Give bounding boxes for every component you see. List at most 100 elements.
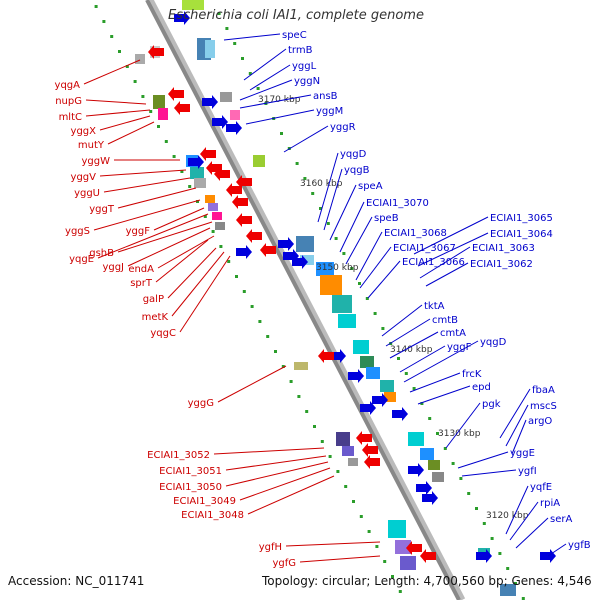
tick-mark: [217, 12, 221, 15]
reverse-gene-arrow: [246, 229, 262, 243]
forward-gene-arrow: [476, 549, 492, 563]
tick-mark: [303, 177, 307, 180]
scale-tick-label: 3150 kbp: [316, 263, 359, 273]
tick-mark: [514, 582, 517, 585]
tick-mark: [451, 462, 455, 465]
gene-leader-line: [223, 33, 281, 41]
gene-leader-line: [93, 199, 201, 231]
gene-label: yggV: [71, 172, 97, 183]
gene-leader-line: [243, 48, 287, 81]
feature-block: [300, 255, 314, 265]
tick-mark: [110, 35, 114, 38]
gene-leader-line: [239, 467, 331, 501]
gene-leader-line: [461, 469, 517, 477]
gene-label: ECIAI1_3049: [173, 496, 236, 507]
gene-leader-line: [217, 365, 287, 403]
tick-mark: [320, 440, 324, 443]
reverse-gene-arrow: [362, 443, 378, 457]
tick-mark: [521, 597, 525, 600]
gene-leader-line: [85, 109, 151, 117]
gene-leader-line: [117, 221, 213, 253]
gene-label: yqgE: [69, 254, 94, 265]
tick-mark: [344, 485, 348, 488]
gene-label: yggT: [89, 204, 115, 215]
tick-mark: [289, 380, 293, 383]
gene-label: serA: [550, 514, 572, 525]
tick-mark: [381, 327, 385, 330]
tick-mark: [102, 20, 106, 23]
feature-block: [320, 275, 342, 295]
forward-gene-arrow: [236, 245, 252, 259]
gene-label: ECIAI1_3066: [402, 257, 465, 268]
gene-leader-line: [225, 455, 327, 471]
gene-label: ECIAI1_3070: [366, 198, 429, 209]
feature-block: [205, 40, 215, 58]
gene-label: ygfI: [518, 466, 537, 477]
reverse-gene-arrow: [260, 243, 276, 257]
tick-mark: [172, 155, 176, 158]
gene-label: speB: [374, 213, 399, 224]
gene-label: yqgA: [55, 80, 81, 91]
gene-label: ECIAI1_3064: [490, 229, 553, 240]
gene-label: ygfH: [259, 542, 282, 553]
tick-mark: [242, 290, 246, 293]
feature-block: [400, 556, 416, 570]
genome-backbone: [145, 0, 461, 601]
reverse-gene-arrow: [420, 549, 436, 563]
gene-label: yqgD: [340, 149, 367, 160]
gene-leader-line: [171, 251, 225, 317]
gene-label: mscS: [530, 401, 557, 412]
scale-tick-label: 3140 kbp: [390, 345, 433, 355]
tick-mark: [180, 170, 184, 173]
gene-label: mltC: [59, 112, 82, 123]
tick-mark: [274, 350, 277, 353]
feature-block: [360, 356, 374, 368]
tick-mark: [373, 312, 377, 315]
gene-label: speC: [282, 30, 307, 41]
tick-mark: [266, 335, 270, 338]
gene-leader-line: [239, 94, 312, 109]
gene-label: ECIAI1_3062: [470, 259, 533, 270]
feature-block: [338, 314, 356, 328]
tick-mark: [359, 515, 363, 518]
tick-mark: [258, 320, 262, 323]
gene-label: sprT: [130, 278, 153, 289]
gene-leader-line: [167, 247, 217, 299]
tick-mark: [164, 140, 168, 143]
feature-block: [428, 460, 440, 470]
tick-mark: [475, 507, 478, 510]
tick-mark: [313, 425, 316, 428]
tick-mark: [149, 110, 153, 113]
gene-label: yggJ: [102, 262, 124, 273]
gene-label: yggF: [126, 226, 151, 237]
gene-leader-line: [355, 231, 383, 281]
feature-block: [366, 367, 380, 379]
gene-leader-line: [283, 125, 329, 153]
reverse-gene-arrow: [236, 175, 252, 189]
gene-label: speA: [358, 181, 383, 192]
gene-label: yqgC: [150, 328, 176, 339]
tick-mark: [326, 222, 330, 225]
gene-leader-line: [345, 216, 373, 265]
gene-leader-line: [127, 227, 211, 267]
gene-leader-line: [381, 304, 423, 337]
gene-label: nupG: [55, 96, 82, 107]
feature-block: [294, 362, 308, 370]
tick-mark: [467, 492, 471, 495]
gene-label: yqfE: [530, 482, 552, 493]
forward-gene-arrow: [278, 237, 294, 251]
forward-gene-arrow: [292, 255, 308, 269]
tick-mark: [188, 185, 192, 188]
gene-label: ECIAI1_3051: [159, 466, 222, 477]
tick-mark: [319, 207, 322, 210]
gene-label: ECIAI1_3065: [490, 213, 553, 224]
gene-leader-line: [157, 235, 215, 269]
gene-label: yggE: [510, 448, 535, 459]
feature-block: [384, 392, 396, 402]
tick-mark: [235, 275, 238, 278]
reverse-gene-arrow: [232, 195, 248, 209]
gene-leader-line: [323, 168, 343, 231]
tick-mark: [383, 560, 387, 563]
gene-leader-line: [83, 59, 141, 85]
tick-mark: [203, 215, 207, 218]
